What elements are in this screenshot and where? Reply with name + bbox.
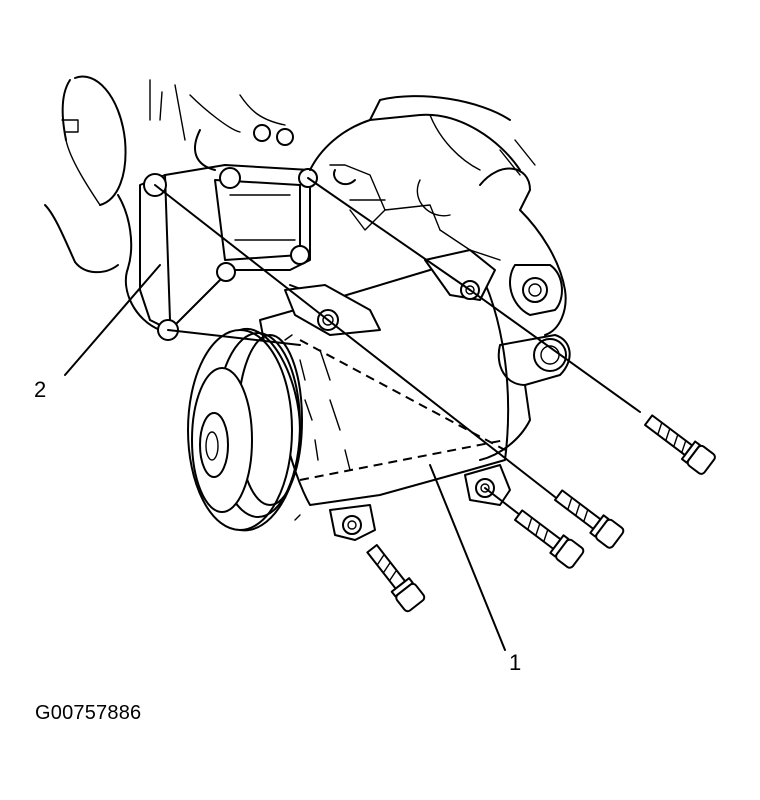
engine-background (44, 75, 571, 461)
compressor (187, 249, 511, 541)
figure-id-label: G00757886 (35, 702, 142, 724)
alignment-lines (154, 177, 641, 516)
leader-line-2 (64, 264, 161, 376)
bolt-3 (514, 509, 585, 569)
callout-1-label: 1 (509, 650, 522, 675)
callout-2-label: 2 (34, 377, 47, 402)
leader-line-1 (429, 464, 506, 651)
bolt-2 (554, 489, 625, 549)
bolt-4 (366, 544, 426, 613)
bolt-1 (644, 414, 716, 475)
